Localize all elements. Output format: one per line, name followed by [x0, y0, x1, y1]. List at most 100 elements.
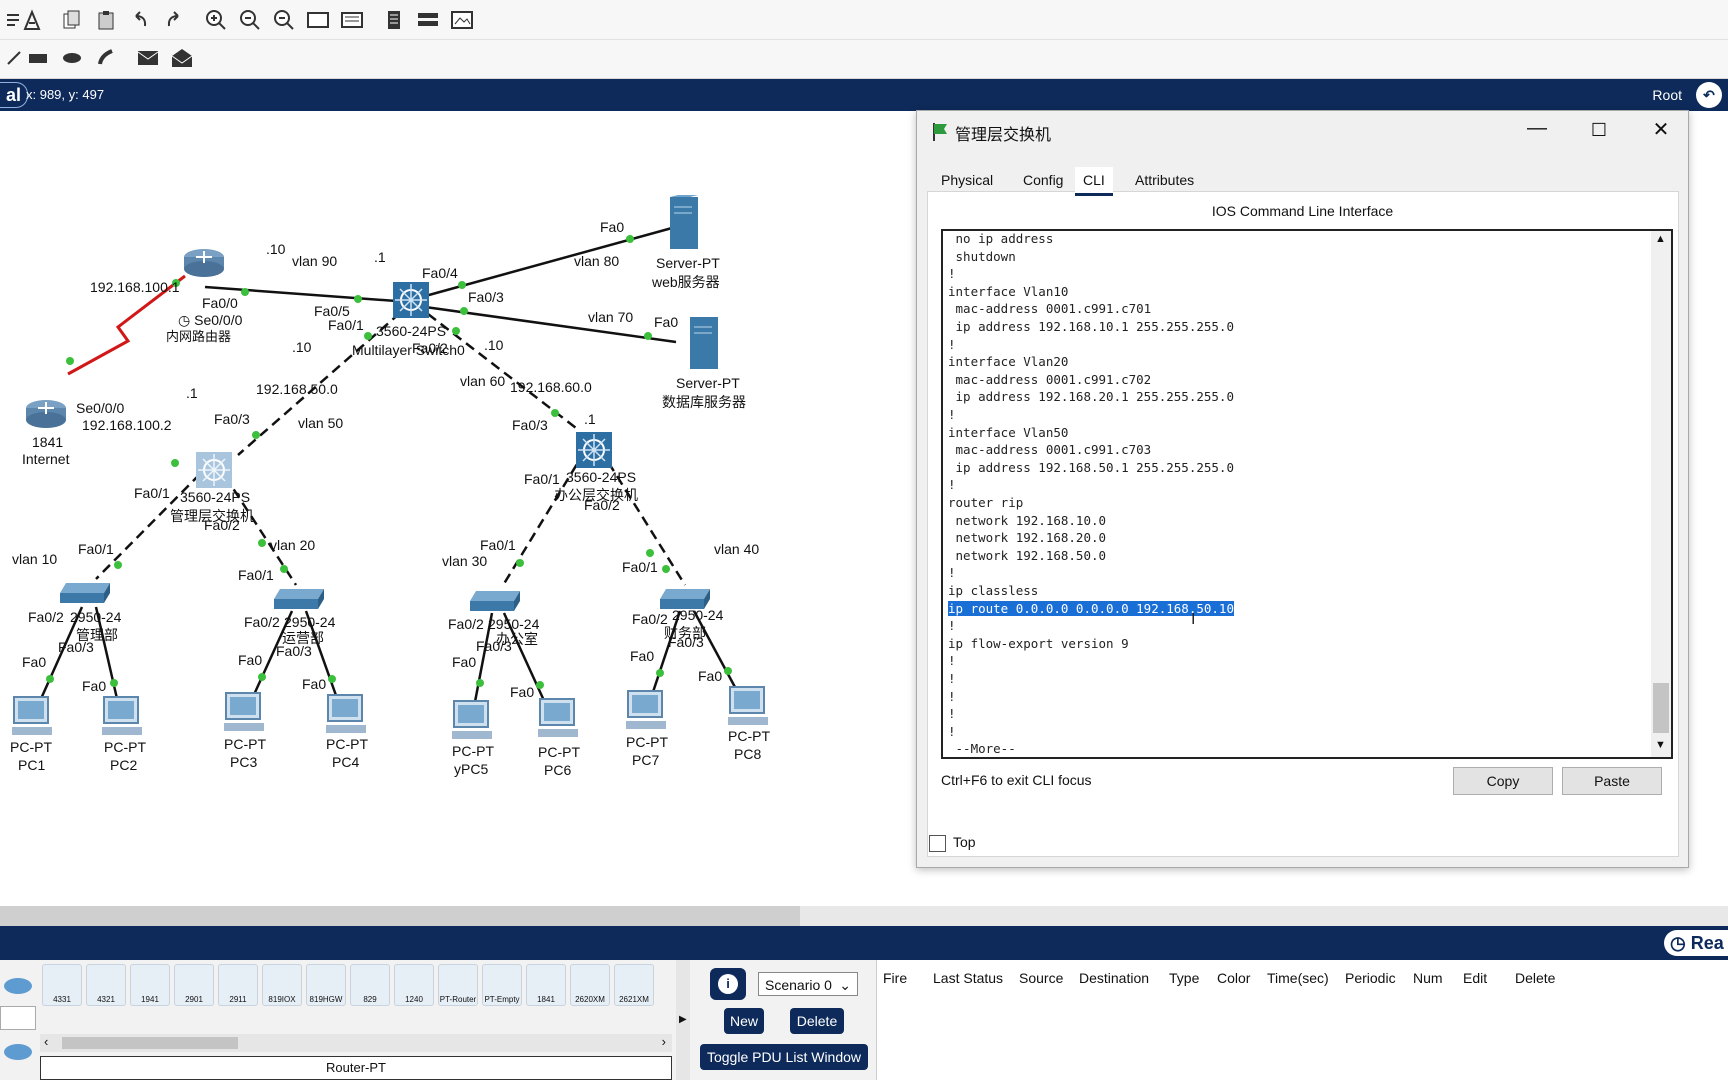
top-checkbox[interactable]	[929, 835, 946, 852]
copy-icon[interactable]	[58, 6, 86, 34]
mgmt-multilayer-switch-icon[interactable]	[193, 449, 235, 491]
splitter-arrow-icon[interactable]: ▶	[679, 1014, 687, 1025]
drawing-palette-icon[interactable]	[304, 6, 332, 34]
tab-cli[interactable]: CLI	[1075, 167, 1113, 196]
col-color[interactable]: Color	[1217, 970, 1251, 986]
logical-mode-tab[interactable]: al	[0, 82, 29, 108]
panel-splitter[interactable]: ▶	[676, 960, 690, 1080]
pc2-icon[interactable]	[100, 695, 144, 737]
pc7-icon[interactable]	[624, 689, 668, 731]
col-fire[interactable]: Fire	[883, 970, 908, 986]
tab-config[interactable]: Config	[1023, 172, 1064, 188]
col-delete[interactable]: Delete	[1515, 970, 1556, 986]
device-4331[interactable]: 4331	[42, 964, 82, 1006]
custom-device-icon[interactable]	[338, 6, 366, 34]
device-tray-scrollbar[interactable]: ‹ ›	[40, 1034, 672, 1052]
device-4321[interactable]: 4321	[86, 964, 126, 1006]
pc6-icon[interactable]	[536, 697, 580, 739]
device-819hgw[interactable]: 819HGW	[306, 964, 346, 1006]
device-1240[interactable]: 1240	[394, 964, 434, 1006]
col-destination[interactable]: Destination	[1079, 970, 1150, 986]
paste-icon[interactable]	[92, 6, 120, 34]
tray-scroll-thumb[interactable]	[62, 1037, 238, 1049]
switch-2-icon[interactable]	[274, 581, 330, 611]
device-list-icon[interactable]	[414, 6, 442, 34]
zoom-out-icon[interactable]	[270, 6, 298, 34]
device-pt-router[interactable]: PT-Router	[438, 964, 478, 1006]
tab-physical[interactable]: Physical	[941, 172, 994, 188]
redo-icon[interactable]	[160, 6, 188, 34]
switch-4-icon[interactable]	[660, 581, 716, 611]
col-source[interactable]: Source	[1019, 970, 1064, 986]
col-edit[interactable]: Edit	[1463, 970, 1488, 986]
tab-attributes[interactable]: Attributes	[1135, 172, 1195, 188]
scroll-down-icon[interactable]: ▼	[1655, 739, 1666, 751]
switch-1-icon[interactable]	[60, 575, 116, 605]
device-2901[interactable]: 2901	[174, 964, 214, 1006]
workspace-hscroll[interactable]	[0, 906, 1728, 926]
network-devices-icon[interactable]	[2, 974, 34, 996]
device-pt-empty[interactable]: PT-Empty	[482, 964, 522, 1006]
device-2620xm[interactable]: 2620XM	[570, 964, 610, 1006]
copy-button[interactable]: Copy	[1453, 767, 1553, 795]
cli-scroll-thumb[interactable]	[1653, 683, 1669, 733]
pc8-icon[interactable]	[726, 685, 770, 727]
pc5-icon[interactable]	[450, 699, 494, 741]
back-arrow-icon[interactable]: ↶	[1696, 82, 1722, 108]
device-1941[interactable]: 1941	[130, 964, 170, 1006]
rectangle-tool-icon[interactable]	[24, 44, 52, 72]
tray-scroll-left-icon[interactable]: ‹	[44, 1034, 49, 1049]
realtime-mode-button[interactable]: ◷ Rea	[1664, 930, 1728, 956]
pc3-icon[interactable]	[222, 691, 266, 733]
activity-wizard-icon[interactable]	[18, 6, 46, 34]
device-2621xm[interactable]: 2621XM	[614, 964, 654, 1006]
zoom-in-icon[interactable]	[202, 6, 230, 34]
delete-scenario-button[interactable]: Delete	[790, 1008, 844, 1034]
freeform-tool-icon[interactable]	[92, 44, 120, 72]
workspace-hscroll-thumb[interactable]	[0, 906, 800, 926]
device-829[interactable]: 829	[350, 964, 390, 1006]
router-icon[interactable]	[180, 245, 228, 281]
close-icon[interactable]: ✕	[1652, 119, 1670, 141]
simple-pdu-icon[interactable]	[134, 44, 162, 72]
toggle-pdu-list-button[interactable]: Toggle PDU List Window	[700, 1044, 868, 1070]
line-tool-icon[interactable]	[0, 44, 28, 72]
internet-router-icon[interactable]	[22, 396, 70, 432]
col-time[interactable]: Time(sec)	[1267, 970, 1329, 986]
notes-icon[interactable]	[380, 6, 408, 34]
device-2911[interactable]: 2911	[218, 964, 258, 1006]
device-819iox[interactable]: 819IOX	[262, 964, 302, 1006]
connections-icon[interactable]	[2, 1040, 34, 1062]
menu-icon[interactable]	[0, 6, 28, 34]
office-multilayer-switch-icon[interactable]	[573, 429, 615, 471]
col-periodic[interactable]: Periodic	[1345, 970, 1396, 986]
col-num[interactable]: Num	[1413, 970, 1443, 986]
complex-pdu-icon[interactable]	[168, 44, 196, 72]
maximize-icon[interactable]: ☐	[1590, 120, 1608, 140]
col-type[interactable]: Type	[1169, 970, 1200, 986]
ellipse-tool-icon[interactable]	[58, 44, 86, 72]
label-s3-name: 办公室	[496, 631, 538, 647]
core-multilayer-switch-icon[interactable]	[390, 279, 432, 321]
col-last-status[interactable]: Last Status	[933, 970, 1004, 986]
web-server-icon[interactable]	[666, 195, 702, 251]
scroll-up-icon[interactable]: ▲	[1655, 233, 1666, 245]
zoom-reset-icon[interactable]	[236, 6, 264, 34]
db-server-icon[interactable]	[686, 315, 722, 371]
minimize-icon[interactable]: —	[1527, 117, 1547, 139]
cli-scrollbar[interactable]: ▲ ▼	[1651, 231, 1671, 757]
scenario-select[interactable]: Scenario 0 ⌄	[758, 972, 858, 996]
cli-console[interactable]: no ip address shutdown ! interface Vlan1…	[941, 229, 1673, 759]
device-1841[interactable]: 1841	[526, 964, 566, 1006]
device-type-filter[interactable]	[0, 1006, 36, 1030]
new-scenario-button[interactable]: New	[724, 1008, 764, 1034]
screenshot-icon[interactable]	[448, 6, 476, 34]
tray-scroll-right-icon[interactable]: ›	[661, 1034, 666, 1049]
pc4-icon[interactable]	[324, 693, 368, 735]
pc1-icon[interactable]	[10, 695, 54, 737]
switch-3-icon[interactable]	[470, 583, 526, 613]
paste-button[interactable]: Paste	[1562, 767, 1662, 795]
info-button[interactable]: i	[710, 968, 746, 1000]
undo-icon[interactable]	[126, 6, 154, 34]
label-s2-name: 运营部	[282, 630, 324, 646]
